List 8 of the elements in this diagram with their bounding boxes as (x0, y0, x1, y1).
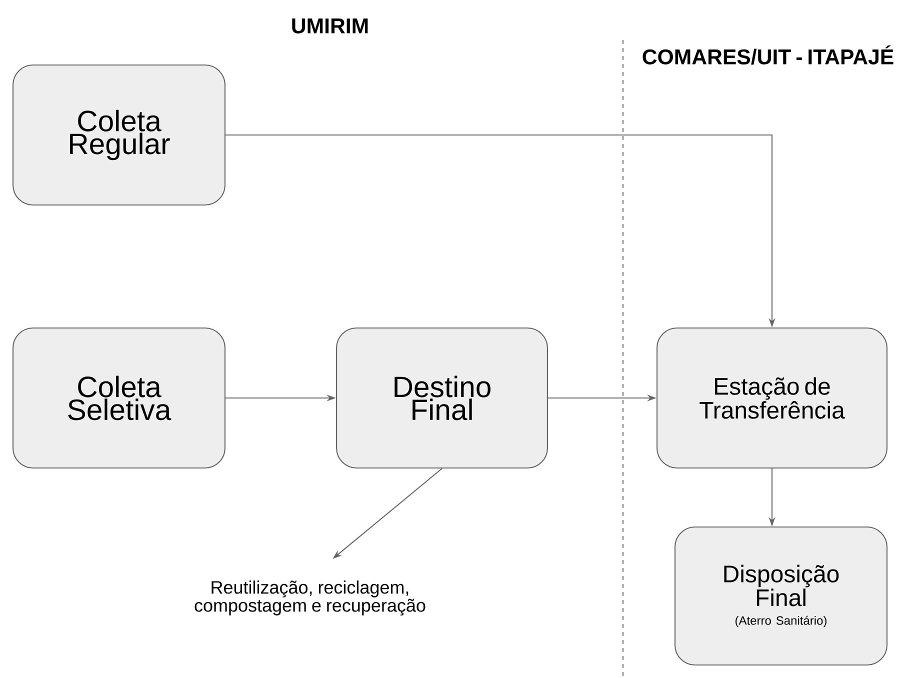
process-box: Disposição Final (Aterro Sanitário) (674, 526, 888, 666)
process-box: Destino Final (336, 327, 548, 469)
process-box: Coleta Regular (12, 64, 226, 206)
process-box: Estação de Transferência (656, 327, 888, 469)
region-heading: COMARES/UIT - ITAPAJÉ (642, 45, 894, 65)
region-heading: UMIRIM (292, 18, 368, 34)
process-box: Coleta Seletiva (12, 327, 226, 469)
note-text: Reutilização, reciclagem, compostagem e recuperação (194, 580, 426, 616)
